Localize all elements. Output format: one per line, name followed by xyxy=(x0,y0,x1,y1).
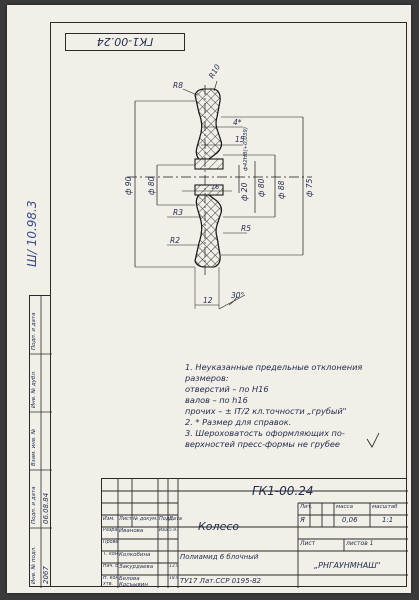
note-line: отверстий – по Н16 xyxy=(185,384,269,394)
drawing-sheet: ГК1-00.24 xyxy=(7,5,411,593)
doc-code: ГК1-00.24 xyxy=(252,484,314,498)
person-sign: Иван xyxy=(159,528,168,533)
material-standard: ТУ17 Лат.ССР 0195-82 xyxy=(180,577,261,585)
strip-label: Инв. № дубл. xyxy=(31,370,37,408)
lit-value: Я xyxy=(300,516,305,524)
role: Утв. xyxy=(103,582,114,587)
note-line: размеров: xyxy=(185,373,229,383)
dim-w16: 16 xyxy=(211,183,219,191)
role: Нач. бюро xyxy=(103,564,118,569)
margin-signature: Ш/ 10.98.3 xyxy=(25,200,39,268)
hdr-sign: Подп. xyxy=(159,516,175,522)
dim-w15: 15 xyxy=(235,135,245,144)
dim-d88: ф 88 xyxy=(277,180,286,199)
role: Н. контр. xyxy=(103,576,118,581)
dim-d20: ф 20 xyxy=(240,182,249,201)
technical-notes: 1. Неуказанные предельные отклонения раз… xyxy=(185,362,407,450)
strip-label: Подп. и дата xyxy=(31,486,37,524)
dim-r10: R10 xyxy=(207,63,222,80)
hdr-doc: № докум. xyxy=(133,516,158,522)
organization: „РНГАУНМНАШ" xyxy=(314,561,381,570)
role: Провер. xyxy=(103,540,118,545)
dim-d80: ф 80 xyxy=(147,176,156,195)
scale-label: масштаб xyxy=(372,504,398,510)
dim-r3: R3 xyxy=(173,208,183,217)
dim-d90: ф 90 xyxy=(124,176,133,195)
part-name: Колесо xyxy=(198,520,240,533)
strip-inv-number: 2067 xyxy=(42,566,50,584)
note-line: 1. Неуказанные предельные отклонения xyxy=(185,362,363,372)
note-line: 3. Шероховатость оформляющих по- xyxy=(185,428,345,438)
strip-date: 06.08.84 xyxy=(42,492,50,524)
dim-r5: R5 xyxy=(241,224,251,233)
sheets-label: листов 1 xyxy=(346,540,374,547)
person-name: Белова xyxy=(119,576,140,582)
title-block: ГК1-00.24 Колесо Лит. масса масштаб Я 0,… xyxy=(101,478,408,588)
note-line: верхностей пресс-формы не грубее xyxy=(185,439,340,449)
role: Т. контр. xyxy=(103,552,118,557)
hdr-list: Лист xyxy=(119,516,132,522)
drawing-frame xyxy=(50,22,407,587)
sheet-label: Лист xyxy=(300,540,316,547)
person-name: Косъывин xyxy=(119,582,148,588)
person-name: Иванова xyxy=(119,528,144,534)
dim-w4: 4* xyxy=(233,118,242,127)
person-date: 5.9.84 xyxy=(169,528,178,533)
dim-w12: 12 xyxy=(203,296,213,305)
note-line: прочих – ± IT/2 кл.точности „грубый" xyxy=(185,406,347,416)
hdr-date: Дата xyxy=(169,516,182,522)
mass-value: 0,06 xyxy=(342,516,358,524)
person-name: Закурдаева xyxy=(119,564,154,570)
side-strip: Инв. № подл. Подп. и дата Взам. инв. № И… xyxy=(29,295,52,588)
strip-label: Взам. инв. № xyxy=(31,428,37,466)
person-date: 18.9.84 xyxy=(169,576,178,581)
scale-value: 1:1 xyxy=(382,516,394,524)
person-name: Колкобина xyxy=(119,552,151,558)
strip-label: Подп. и дата xyxy=(31,312,37,350)
dim-d42: ф42H8(+0,039) xyxy=(243,127,249,171)
dim-r8: R8 xyxy=(173,81,183,90)
person-date: 13.9.84 xyxy=(169,564,178,569)
wheel-section-drawing: R8 R10 ф 90 ф 80 ф 75 ф 88 ф 80 ф42H8(+0… xyxy=(124,63,380,448)
role: Разраб. xyxy=(103,528,118,533)
strip-label: Инв. № подл. xyxy=(31,546,37,584)
material: Полиамид 6 блочный xyxy=(180,553,259,561)
dim-d75: ф 75 xyxy=(305,178,314,197)
note-line: 2. * Размер для справок. xyxy=(185,417,292,427)
dim-d80b: ф 80 xyxy=(257,178,266,197)
dim-r2: R2 xyxy=(170,236,180,245)
lit-label: Лит. xyxy=(300,504,313,510)
mass-label: масса xyxy=(336,504,353,510)
hdr-izm: Изм. xyxy=(103,516,115,522)
note-line: валов – по h16 xyxy=(185,395,248,405)
dim-a30: 30° xyxy=(231,291,245,300)
